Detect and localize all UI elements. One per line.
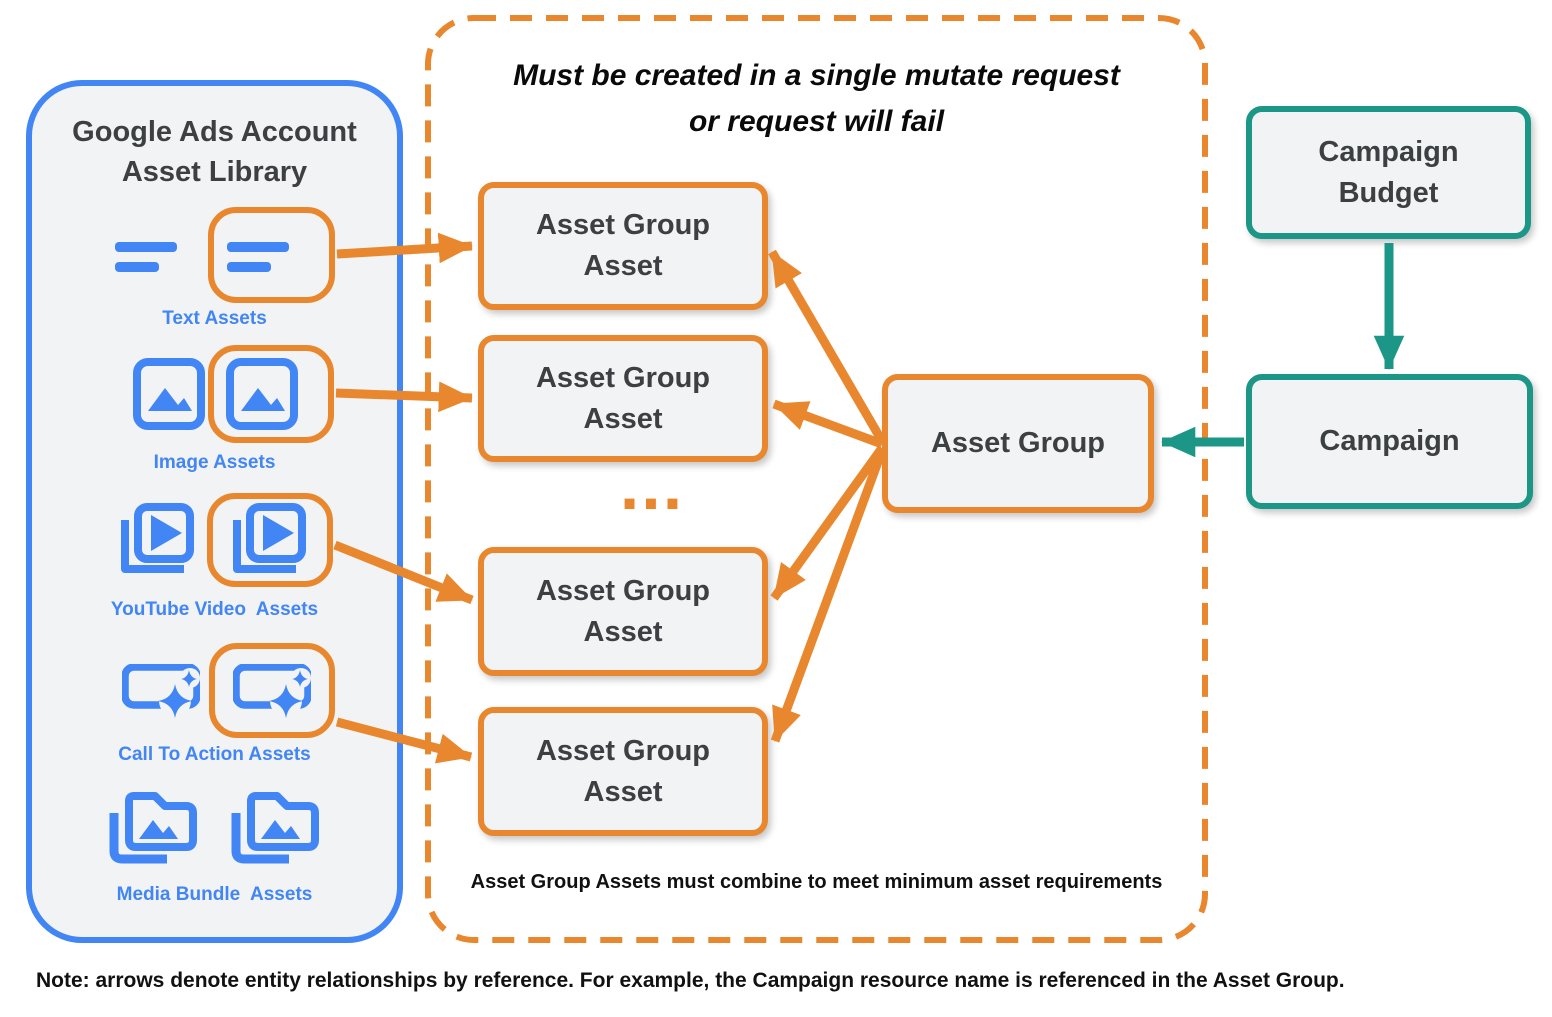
text-asset-highlight	[208, 207, 335, 303]
image-asset-icon	[133, 358, 205, 430]
call-to-action-asset-highlight	[209, 643, 335, 738]
more-assets-ellipsis: ...	[619, 446, 685, 524]
asset-group-asset-label: Asset Group Asset	[535, 209, 711, 282]
image-assets-label: Image Assets	[153, 452, 276, 473]
asset-group-asset-node-1: Asset Group Asset	[478, 182, 768, 310]
call-to-action-asset-icon	[122, 664, 200, 718]
asset-group-asset-label: Asset Group Asset	[535, 361, 711, 435]
campaign-node: Campaign	[1246, 374, 1533, 509]
asset-group-asset-label: Asset Group Asset	[535, 734, 711, 808]
image-asset-highlight	[208, 345, 334, 443]
youtube-video-asset-icon	[121, 503, 194, 573]
asset-group-asset-label: Asset Group Asset	[535, 574, 711, 648]
media-bundle-asset-icon	[109, 792, 197, 864]
call-to-action-assets-label: Call To Action Assets	[118, 744, 311, 765]
asset-library-title-line2: Asset Library	[121, 156, 308, 188]
media-bundle-asset-icon	[231, 792, 319, 864]
media-bundle-assets-label: Media Bundle Assets	[116, 884, 313, 905]
youtube-video-assets-label: YouTube Video Assets	[110, 599, 319, 620]
text-asset-icon	[115, 242, 177, 272]
campaign-budget-node: Campaign Budget	[1246, 106, 1531, 239]
asset-group-node: Asset Group	[882, 374, 1154, 513]
youtube-video-asset-icon	[233, 503, 306, 573]
call-to-action-asset-icon	[233, 664, 311, 718]
campaign-label: Campaign	[1319, 425, 1460, 457]
text-assets-label: Text Assets	[162, 308, 267, 329]
asset-group-asset-node-3: Asset Group Asset	[478, 547, 768, 676]
footnote: Note: arrows denote entity relationships…	[36, 969, 1345, 992]
mutate-title-line1: Must be created in a single mutate reque…	[513, 59, 1120, 92]
text-asset-icon	[227, 242, 289, 272]
asset-group-asset-node-4: Asset Group Asset	[478, 707, 768, 836]
asset-library-title-line1: Google Ads Account	[72, 116, 357, 148]
asset-library-title: Google Ads Account Asset Library	[26, 112, 403, 192]
asset-group-label: Asset Group	[930, 427, 1106, 459]
campaign-budget-label: Campaign Budget	[1318, 135, 1459, 209]
mutate-request-title: Must be created in a single mutate reque…	[425, 53, 1208, 145]
asset-group-asset-node-2: Asset Group Asset	[478, 335, 768, 462]
mutate-title-line2: or request will fail	[688, 105, 945, 138]
image-asset-icon	[226, 358, 298, 430]
youtube-video-asset-highlight	[207, 493, 333, 587]
mutate-request-caption: Asset Group Assets must combine to meet …	[470, 871, 1163, 893]
